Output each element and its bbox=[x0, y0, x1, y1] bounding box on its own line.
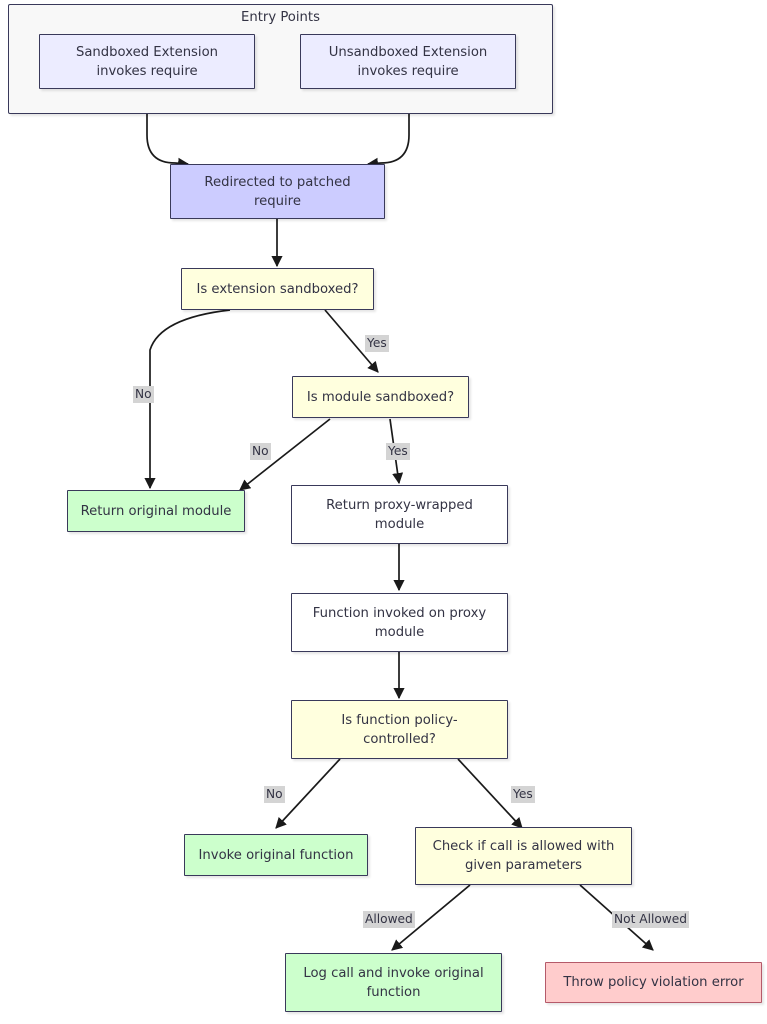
edge-label-allowed: Allowed bbox=[363, 911, 415, 928]
cluster-title: Entry Points bbox=[241, 10, 320, 25]
node-function-invoked-on-proxy-module[interactable]: Function invoked on proxy module bbox=[291, 593, 508, 652]
edge-label-not-allowed: Not Allowed bbox=[612, 911, 689, 928]
edge-label-policy-no: No bbox=[264, 786, 285, 803]
edge-policy-no bbox=[275, 758, 341, 829]
node-label: Is extension sandboxed? bbox=[196, 281, 359, 297]
node-return-original-module[interactable]: Return original module bbox=[67, 490, 245, 532]
edge-label-extension-no: No bbox=[133, 386, 154, 403]
node-label: Invoke original function bbox=[198, 847, 354, 863]
node-log-call-and-invoke-original-function[interactable]: Log call and invoke original function bbox=[285, 953, 502, 1012]
node-label: Log call and invoke original function bbox=[303, 965, 484, 1000]
node-label: Check if call is allowed with given para… bbox=[432, 839, 615, 873]
node-label: Function invoked on proxy module bbox=[312, 605, 487, 640]
node-is-extension-sandboxed[interactable]: Is extension sandboxed? bbox=[181, 268, 374, 310]
node-check-call-allowed[interactable]: Check if call is allowed with given para… bbox=[415, 827, 632, 885]
node-label: Is function policy- controlled? bbox=[341, 712, 458, 747]
node-throw-policy-violation-error[interactable]: Throw policy violation error bbox=[545, 962, 762, 1003]
node-label: Redirected to patched require bbox=[204, 174, 351, 209]
node-invoke-original-function[interactable]: Invoke original function bbox=[184, 834, 368, 876]
edge-label-module-no: No bbox=[250, 443, 271, 460]
edge-label-module-yes: Yes bbox=[386, 443, 410, 460]
node-label: Is module sandboxed? bbox=[306, 389, 455, 405]
edge-label-extension-yes: Yes bbox=[365, 335, 389, 352]
node-unsandboxed-extension[interactable]: Unsandboxed Extension invokes require bbox=[300, 34, 516, 89]
node-sandboxed-extension[interactable]: Sandboxed Extension invokes require bbox=[39, 34, 255, 89]
edge-extension-no bbox=[144, 309, 231, 490]
node-is-module-sandboxed[interactable]: Is module sandboxed? bbox=[292, 376, 469, 418]
node-label: Unsandboxed Extension invokes require bbox=[328, 44, 488, 79]
node-is-function-policy-controlled[interactable]: Is function policy- controlled? bbox=[291, 700, 508, 759]
node-label: Throw policy violation error bbox=[563, 975, 744, 990]
edge-label-policy-yes: Yes bbox=[511, 786, 535, 803]
node-label: Return proxy-wrapped module bbox=[326, 497, 473, 532]
node-label: Sandboxed Extension invokes require bbox=[75, 44, 219, 79]
node-return-proxy-wrapped-module[interactable]: Return proxy-wrapped module bbox=[291, 485, 508, 544]
node-label: Return original module bbox=[80, 503, 232, 519]
node-redirected-to-patched-require[interactable]: Redirected to patched require bbox=[170, 164, 385, 219]
